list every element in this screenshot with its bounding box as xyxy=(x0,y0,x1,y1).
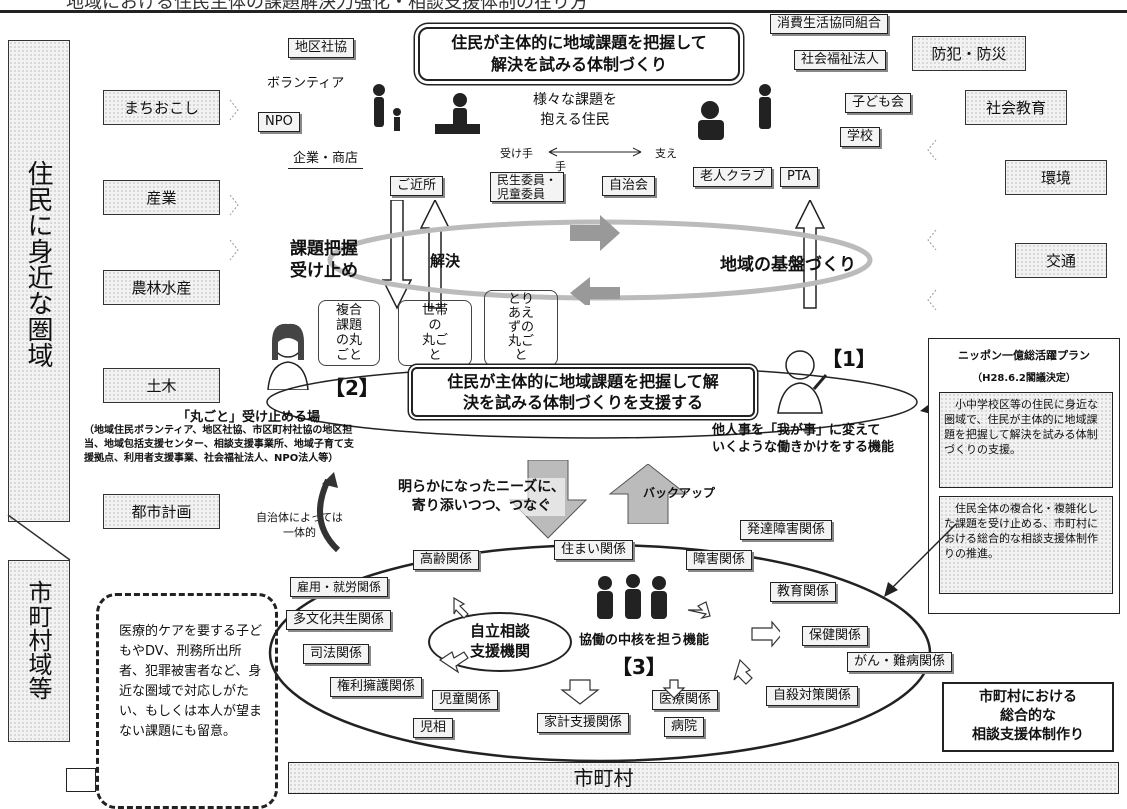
field-sangyo: 産業 xyxy=(103,180,220,215)
dotted-arrows-right xyxy=(922,130,952,530)
flow-kiban: 地域の基盤づくり xyxy=(720,250,856,275)
field-doboku: 土木 xyxy=(103,368,220,403)
support-giver-label: 受け手 xyxy=(500,145,533,161)
left-panel-bottom-label: 市町村域等 xyxy=(22,580,54,700)
tanin-text: 他人事を「我が事」に変えて いくような働きかけをする機能 xyxy=(712,422,894,456)
small-arrows xyxy=(420,580,780,710)
agency-koyo: 雇用・就労関係 xyxy=(290,577,388,597)
support-double-arrow xyxy=(545,145,645,159)
agency-sumai: 住まい関係 xyxy=(554,540,633,560)
tag-neighbors: ご近所 xyxy=(390,176,443,196)
agency-hoken: 保健関係 xyxy=(802,626,868,646)
marugoto-box-2: 世帯 の 丸ご と xyxy=(398,300,472,366)
tag-business: 企業・商店 xyxy=(288,150,363,169)
agency-koreisha: 高齢関係 xyxy=(413,550,479,570)
bottom-bar-text: 市町村 xyxy=(89,763,1118,793)
bottom-left-small-box xyxy=(66,768,96,792)
bottom-bar: 市町村 xyxy=(288,762,1119,794)
marugoto-box-3: とり あえ ずの 丸ご と xyxy=(484,290,558,366)
people-icons-right xyxy=(670,80,790,150)
left-panel-diagonal xyxy=(0,515,80,575)
agency-jiso: 児相 xyxy=(413,718,453,738)
field-machiokoshi: まちおこし xyxy=(103,90,220,125)
dotted-arrows-left xyxy=(224,90,254,490)
field-shakai-kyoiku: 社会教育 xyxy=(965,90,1067,125)
marugoto-text-3: とり あえ ずの 丸ご と xyxy=(485,291,557,363)
flow-kadai: 課題把握 受け止め xyxy=(290,238,358,282)
center-oval-text: 住民が主体的に地域課題を把握して解 決を試みる体制づくりを支援する xyxy=(413,369,753,413)
tag-npo: NPO xyxy=(258,112,300,132)
tag-volunteer: ボランティア xyxy=(262,75,349,93)
marugoto-box-1: 複合 課題 の丸 ごと xyxy=(318,300,380,366)
agency-hattatsu: 発達障害関係 xyxy=(740,520,832,540)
tag-pta: PTA xyxy=(780,167,818,187)
agency-shiho: 司法関係 xyxy=(303,644,369,664)
plan-body-1: 小中学校区等の住民に身近な圏域で、住民が主体的に地域課題を把握して解決を試みる体… xyxy=(939,392,1113,488)
flow-kaiketsu: 解決 xyxy=(430,250,460,271)
tag-elderly-club: 老人クラブ xyxy=(693,167,772,187)
top-center-text: 様々な課題を 抱える住民 xyxy=(533,90,617,130)
tag-minsei: 民生委員・ 児童委員 xyxy=(490,172,564,202)
tag-kids-club: 子ども会 xyxy=(845,93,911,113)
field-kotsu: 交通 xyxy=(1015,243,1107,278)
marugoto-place-detail: （地域住民ボランティア、地区社協、市区町村社協の地区担 当、地域包括支援センター… xyxy=(84,424,354,466)
field-kankyo: 環境 xyxy=(1005,160,1107,195)
agency-byoin: 病院 xyxy=(664,717,704,737)
note-text: 医療的ケアを要する子どもやDV、刑務所出所者、犯罪被害者など、身近な圏域で対応し… xyxy=(119,622,267,742)
top-title-box: 住民が主体的に地域課題を把握して 解決を試みる体制づくり xyxy=(418,27,740,81)
center-oval-box: 住民が主体的に地域課題を把握して解 決を試みる体制づくりを支援する xyxy=(411,367,755,417)
agency-kakei: 家計支援関係 xyxy=(537,713,629,733)
tag-school: 学校 xyxy=(840,127,880,147)
field-toshi: 都市計画 xyxy=(103,494,220,529)
tag-consumer-coop: 消費生活協同組合 xyxy=(770,14,888,34)
people-icons-left xyxy=(365,80,485,150)
plan-subtitle: （H28.6.2閣議決定） xyxy=(929,369,1119,384)
bottom-right-text: 市町村における 総合的な 相談支援体制作り xyxy=(944,684,1112,745)
agency-shogai: 障害関係 xyxy=(686,550,752,570)
agency-gan: がん・難病関係 xyxy=(847,652,952,672)
marugoto-text-2: 世帯 の 丸ご と xyxy=(399,301,471,363)
field-norin: 農林水産 xyxy=(103,270,220,305)
header-rule xyxy=(0,10,1127,13)
tag-chiku-shakyo: 地区社協 xyxy=(288,38,354,58)
tag-jichikai: 自治会 xyxy=(602,176,655,196)
agency-kenri: 権利擁護関係 xyxy=(330,677,422,697)
bottom-right-box: 市町村における 総合的な 相談支援体制作り xyxy=(942,682,1114,752)
plan-body-2: 住民全体の複合化・複雑化した課題を受け止める、市町村における総合的な相談支援体制… xyxy=(939,496,1113,594)
needs-text: 明らかになったニーズに、 寄り添いつつ、つなぐ xyxy=(398,478,565,516)
field-bohan: 防犯・防災 xyxy=(912,36,1026,71)
plan-title: ニッポン一億総活躍プラン xyxy=(929,347,1119,363)
left-panel-top-label: 住民に身近な圏域 xyxy=(22,160,54,368)
tag-social-welfare: 社会福祉法人 xyxy=(794,50,886,70)
agency-tabunka: 多文化共生関係 xyxy=(286,610,391,630)
backup-text: バックアップ xyxy=(643,484,715,501)
top-title-text: 住民が主体的に地域課題を把握して 解決を試みる体制づくり xyxy=(420,29,738,76)
marugoto-text-1: 複合 課題 の丸 ごと xyxy=(319,301,379,363)
